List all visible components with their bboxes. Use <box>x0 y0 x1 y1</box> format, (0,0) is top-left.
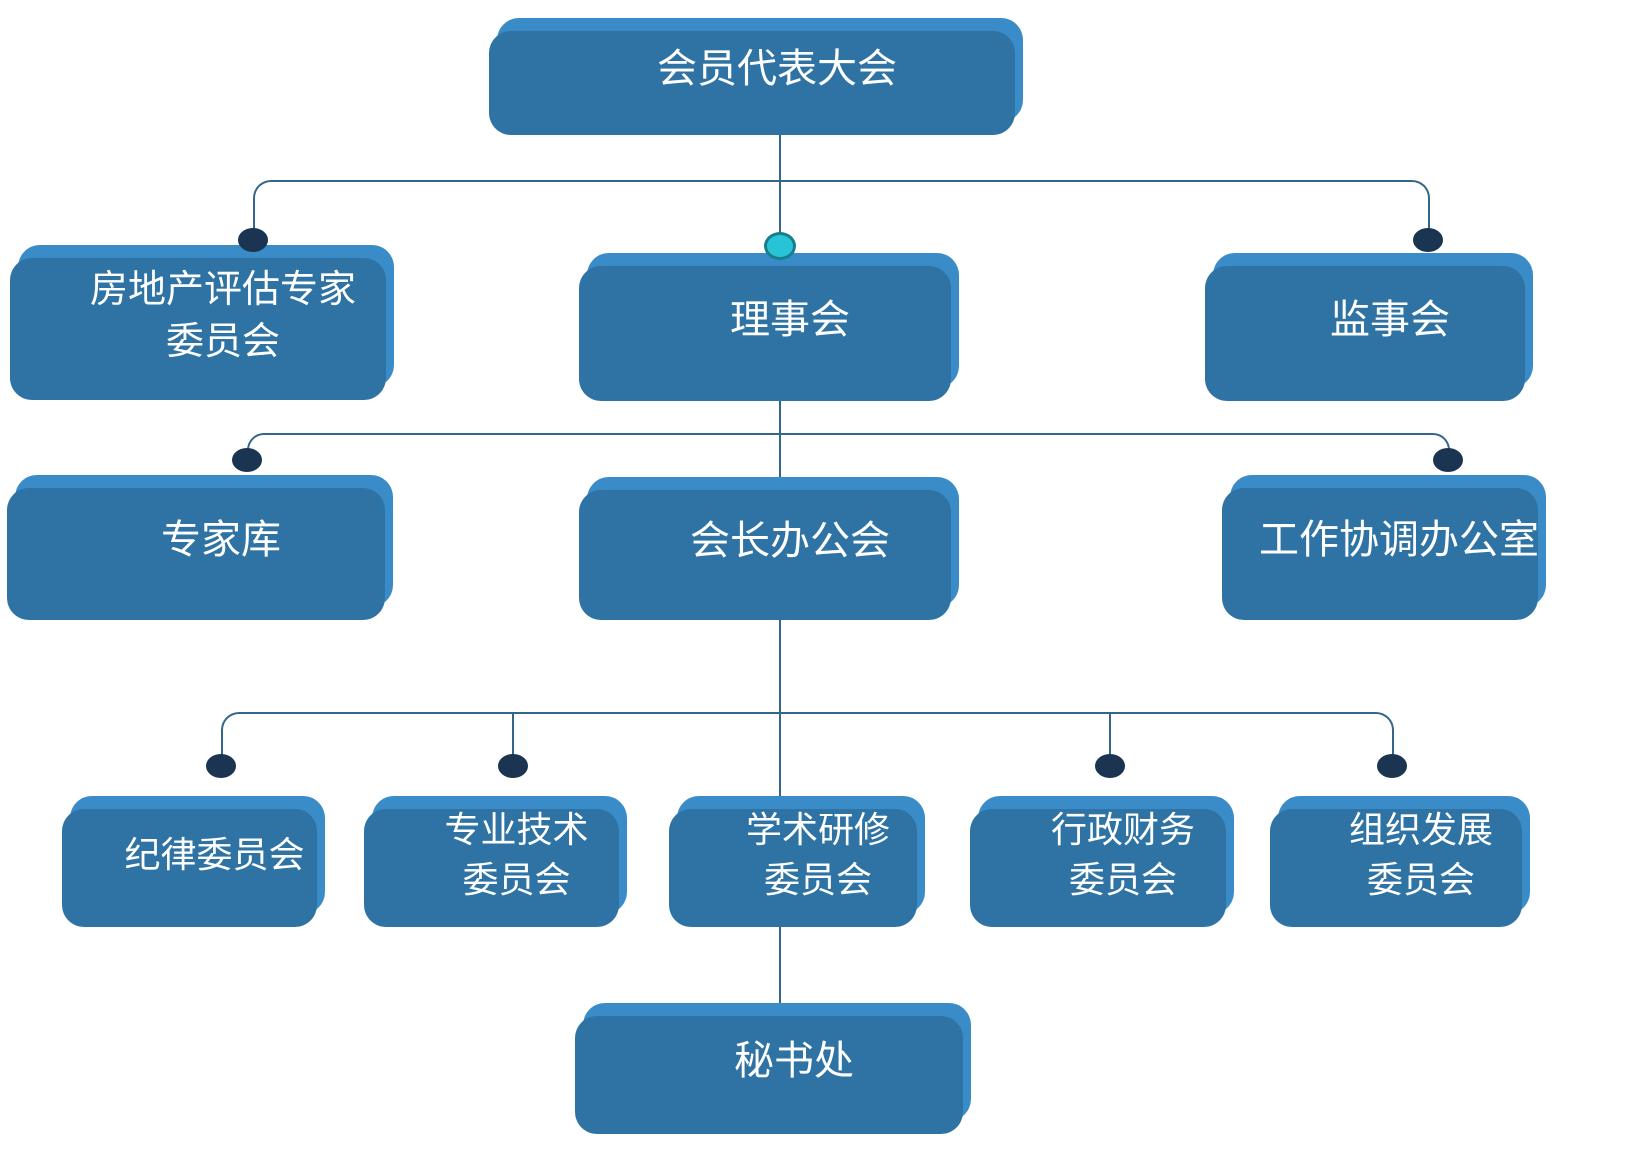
node-president-office-meeting: 会长办公会 <box>587 477 959 607</box>
connector-line <box>1109 712 1111 758</box>
node-academic-research-committee: 学术研修 委员会 <box>677 796 925 914</box>
branch-dot <box>498 754 528 778</box>
node-label: 监事会 <box>1330 297 1450 342</box>
connector-line <box>779 180 781 256</box>
node-supervisory-board: 监事会 <box>1213 253 1533 388</box>
node-label: 秘书处 <box>734 1039 854 1084</box>
node-work-coordination-office: 工作协调办公室 <box>1230 475 1546 607</box>
node-label: 组织发展 委员会 <box>1348 809 1493 900</box>
node-secretariat: 秘书处 <box>583 1003 971 1121</box>
node-label: 行政财务 委员会 <box>1050 809 1195 900</box>
node-administration-finance-committee: 行政财务 委员会 <box>978 796 1234 914</box>
assistant-branch-dot <box>764 232 796 260</box>
connector-line <box>512 712 514 758</box>
connector-line <box>779 122 781 182</box>
branch-dot <box>232 448 262 472</box>
node-label: 学术研修 委员会 <box>745 809 890 900</box>
connector-line <box>779 605 781 714</box>
node-expert-database: 专家库 <box>15 475 393 607</box>
node-label: 会员代表大会 <box>657 47 897 92</box>
connector-line <box>779 712 781 798</box>
connector-rail <box>221 712 1394 756</box>
branch-dot <box>238 228 268 252</box>
node-real-estate-appraisal-expert-committee: 房地产评估专家 委员会 <box>18 245 394 387</box>
node-professional-technology-committee: 专业技术 委员会 <box>372 796 627 914</box>
node-council: 理事会 <box>587 253 959 388</box>
node-members-congress: 会员代表大会 <box>497 18 1023 122</box>
node-organization-development-committee: 组织发展 委员会 <box>1278 796 1530 914</box>
branch-dot <box>1433 448 1463 472</box>
connector-rail <box>253 180 1430 230</box>
connector-line <box>779 922 781 1005</box>
node-label: 专业技术 委员会 <box>444 809 589 900</box>
branch-dot <box>1413 228 1443 252</box>
connector-line <box>779 388 781 435</box>
node-discipline-committee: 纪律委员会 <box>70 796 325 914</box>
connector-line <box>779 433 781 477</box>
node-label: 理事会 <box>730 297 850 342</box>
node-label: 纪律委员会 <box>124 834 305 876</box>
node-label: 工作协调办公室 <box>1259 518 1539 563</box>
branch-dot <box>1377 754 1407 778</box>
branch-dot <box>1095 754 1125 778</box>
branch-dot <box>206 754 236 778</box>
node-label: 专家库 <box>161 518 281 563</box>
connector-rail <box>247 433 1450 450</box>
node-label: 房地产评估专家 委员会 <box>89 268 356 363</box>
node-label: 会长办公会 <box>690 519 890 564</box>
